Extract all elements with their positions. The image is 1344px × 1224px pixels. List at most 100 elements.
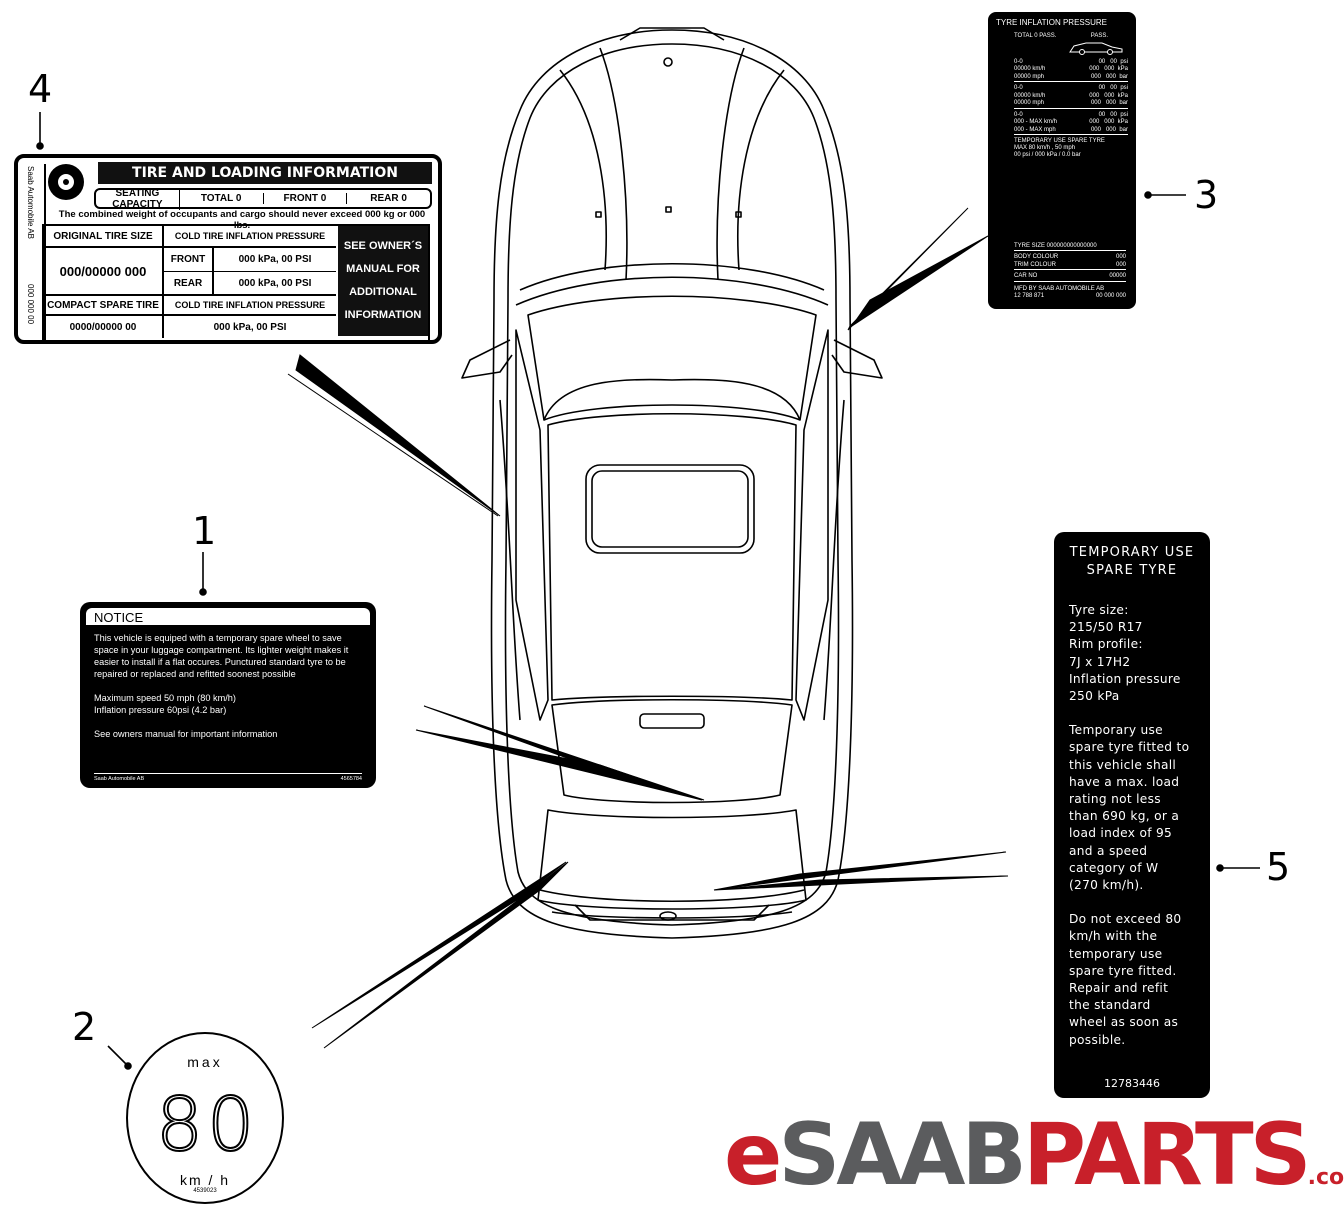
rear-pressure: 000 kPa, 00 PSI: [214, 272, 336, 296]
notice-footer: Saab Automobile AB 4565784: [94, 773, 362, 782]
label5-line: spare tyre fitted to: [1069, 740, 1190, 755]
rear-label: REAR: [164, 272, 214, 296]
label5-line: this vehicle shall: [1069, 757, 1177, 772]
speed-digits: 80: [155, 1082, 259, 1168]
label5-line: the standard: [1069, 998, 1151, 1013]
label5-line: Rim profile:: [1069, 637, 1143, 652]
label5-line: (270 km/h).: [1069, 878, 1144, 893]
callout-2: 2: [72, 1005, 97, 1049]
label5-line: have a max. load: [1069, 774, 1180, 789]
label3-body-colour: BODY COLOUR: [1014, 254, 1059, 260]
label5-line: km/h with the: [1069, 929, 1158, 944]
seating-front: FRONT 0: [264, 193, 348, 204]
label3-spare-line1: MAX 80 km/h , 50 mph: [1014, 145, 1076, 151]
sunroof: [585, 464, 755, 554]
tire-info-grid: ORIGINAL TIRE SIZE COLD TIRE INFLATION P…: [42, 224, 430, 342]
label3-car-no: CAR NO: [1014, 273, 1038, 279]
leader-2: [311, 861, 567, 1029]
notice-see-manual: See owners manual for important informat…: [94, 729, 278, 739]
notice-para-1: This vehicle is equiped with a temporary…: [94, 633, 349, 679]
max-speed-sticker: max 80 km / h 4539023: [126, 1032, 284, 1204]
callout-1: 1: [192, 509, 217, 553]
label3-spare-line2: 00 psi / 000 kPa / 0.0 bar: [1014, 152, 1081, 158]
label3-mfd: MFD BY SAAB AUTOMOBILE AB: [1014, 285, 1105, 292]
trunk: [537, 809, 807, 910]
windshield: [527, 295, 817, 421]
roof: [547, 412, 797, 701]
compact-spare-header: COMPACT SPARE TIRE: [44, 296, 164, 316]
logo-parts: PARTS: [1022, 1105, 1312, 1205]
front-pressure: 000 kPa, 00 PSI: [214, 248, 336, 272]
label5-line: than 690 kg, or a: [1069, 809, 1180, 824]
label3-title: TYRE INFLATION PRESSURE: [996, 18, 1107, 27]
label3-spare-title: TEMPORARY USE SPARE TYRE: [1014, 138, 1105, 144]
label3-trim-code: 000: [1115, 261, 1126, 268]
seating-total: TOTAL 0: [180, 193, 264, 204]
label4-side-strip: Saab Automobile AB 000 000 00: [22, 164, 46, 340]
callout-3: 3: [1194, 173, 1219, 217]
label3-body-code: 000: [1115, 254, 1126, 260]
owners-line-4: INFORMATION: [344, 309, 422, 321]
notice-max-speed: Maximum speed 50 mph (80 km/h): [94, 693, 236, 703]
seating-rear: REAR 0: [370, 193, 407, 204]
label5-title-line2: SPARE TYRE: [1086, 563, 1178, 578]
label5-line: Inflation pressure: [1069, 671, 1181, 686]
callout-5: 5: [1266, 845, 1291, 889]
spare-pressure-value: 000 kPa, 00 PSI: [213, 321, 287, 333]
notice-title: NOTICE: [86, 608, 370, 625]
owners-line-1: SEE OWNER´S: [343, 240, 423, 252]
callout-4: 4: [28, 67, 53, 111]
seating-capacity-row: SEATING CAPACITY TOTAL 0 FRONT 0 REAR 0: [94, 187, 432, 210]
tire-loading-label: Saab Automobile AB 000 000 00 TIRE AND L…: [14, 154, 442, 344]
front-label: FRONT: [164, 248, 214, 272]
notice-footer-left: Saab Automobile AB: [94, 776, 145, 782]
sticker-code: 4539023: [193, 1188, 217, 1194]
label5-line: Tyre size:: [1069, 603, 1129, 617]
cold-pressure-header: COLD TIRE INFLATION PRESSURE: [164, 226, 336, 248]
label4-side-text-top: Saab Automobile AB: [26, 166, 35, 239]
label5-line: 250 kPa: [1069, 689, 1120, 704]
label5-line: Temporary use: [1069, 723, 1163, 738]
tyre-inflation-label: TYRE INFLATION PRESSURE TOTAL 0 PASS. PA…: [988, 12, 1136, 309]
notice-inflation: Inflation pressure 60psi (4.2 bar): [94, 705, 227, 715]
seating-capacity: SEATING CAPACITY: [96, 187, 180, 210]
label5-line: Repair and refit: [1069, 981, 1169, 996]
temporary-spare-label: TEMPORARY USE SPARE TYRE Tyre size: 215/5…: [1054, 532, 1210, 1098]
label5-line: spare tyre fitted.: [1069, 963, 1177, 978]
label5-line: and a speed: [1069, 843, 1148, 858]
original-tire-size-header: ORIGINAL TIRE SIZE: [44, 226, 164, 248]
label5-line: load index of 95: [1069, 826, 1173, 841]
label5-line: wheel as soon as: [1069, 1015, 1179, 1030]
label5-line: Do not exceed 80: [1069, 912, 1182, 927]
car-icon: [1069, 42, 1123, 55]
spare-cold-pressure-header: COLD TIRE INFLATION PRESSURE: [164, 296, 336, 316]
esaabparts-logo: eSAABPARTS.com: [724, 1112, 1344, 1198]
left-mirror: [461, 339, 513, 379]
label5-line: rating not less: [1069, 792, 1161, 807]
logo-e: e: [724, 1105, 782, 1205]
label3-tyre-size: TYRE SIZE 000000000000000: [1014, 242, 1126, 251]
see-owners-manual-box: SEE OWNER´S MANUAL FOR ADDITIONAL INFORM…: [338, 226, 428, 336]
label4-title: TIRE AND LOADING INFORMATION: [98, 162, 432, 184]
notice-label: NOTICE This vehicle is equiped with a te…: [80, 602, 376, 788]
leader-5: [713, 851, 1007, 891]
label5-line: 215/50 R17: [1069, 620, 1143, 635]
max-text: max: [187, 1054, 223, 1070]
label5-line: possible.: [1069, 1032, 1126, 1047]
label5-line: category of W: [1069, 860, 1159, 875]
label5-title: TEMPORARY USE SPARE TYRE: [1054, 544, 1210, 580]
label5-line: 7J x 17H2: [1069, 654, 1131, 669]
tire-size-value: 000/00000 000: [44, 248, 164, 296]
label5-line: temporary use: [1069, 946, 1163, 961]
